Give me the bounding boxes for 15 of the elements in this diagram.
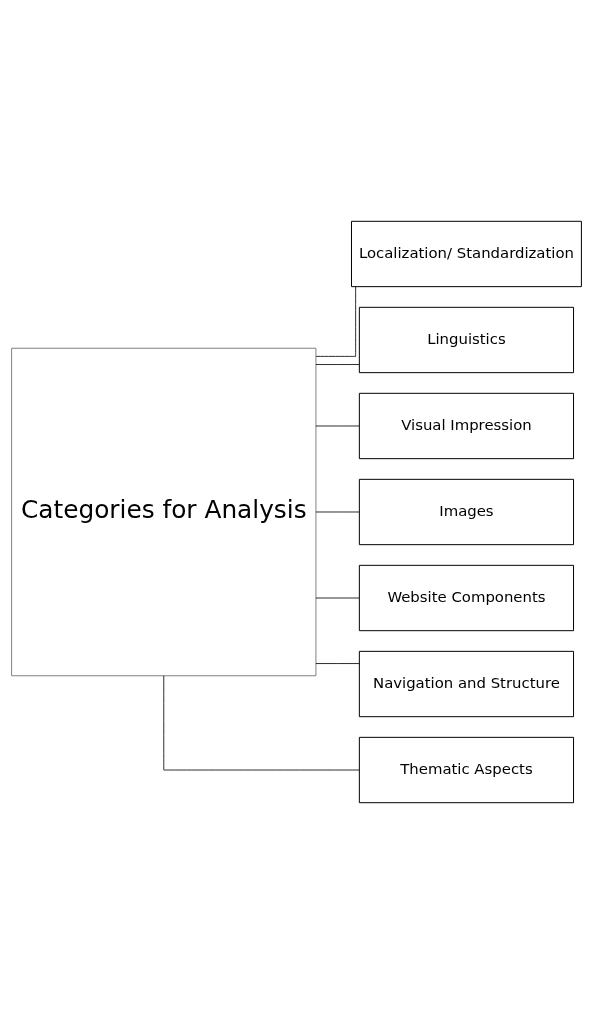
connector xyxy=(315,425,360,427)
node-box: Navigation and Structure xyxy=(358,650,575,718)
connector xyxy=(315,663,360,664)
node-box: Categories for Analysis xyxy=(11,347,317,677)
node-box: Localization/ Standardization xyxy=(351,220,582,288)
connector xyxy=(315,364,360,365)
node-box: Linguistics xyxy=(358,306,575,374)
connector xyxy=(315,597,360,599)
node-box: Website Components xyxy=(358,564,575,632)
node-box: Thematic Aspects xyxy=(358,736,575,804)
connector xyxy=(163,675,360,771)
node-box: Images xyxy=(358,478,575,546)
connector xyxy=(315,511,360,513)
connector xyxy=(315,286,357,357)
node-box: Visual Impression xyxy=(358,392,575,460)
